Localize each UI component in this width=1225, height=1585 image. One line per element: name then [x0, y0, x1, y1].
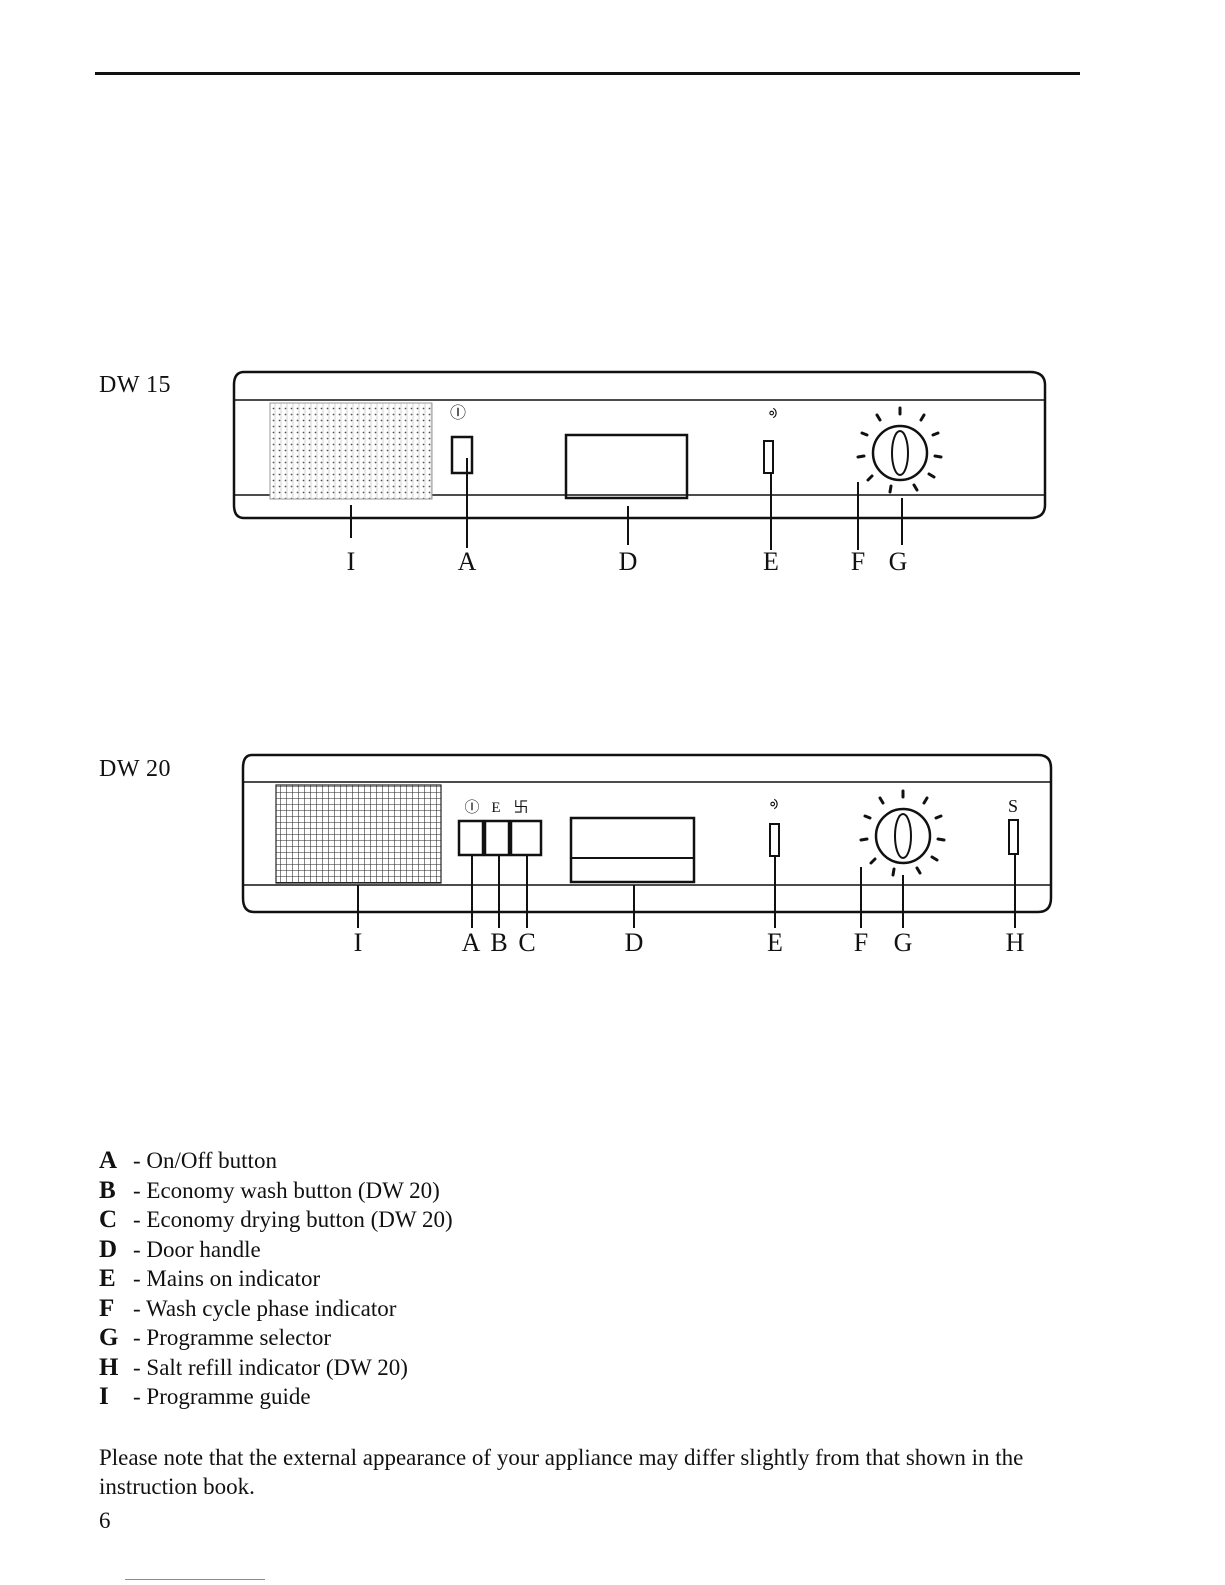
legend-text: - Programme guide	[133, 1384, 311, 1409]
on-off-button	[450, 435, 474, 475]
callout-F: F	[851, 547, 865, 576]
legend-text: - Salt refill indicator (DW 20)	[133, 1354, 408, 1380]
legend-letter: A	[99, 1147, 118, 1174]
callout-F: F	[854, 928, 868, 957]
legend-letter: E	[99, 1265, 116, 1292]
callout-A: A	[458, 547, 477, 576]
callout-H: H	[1006, 928, 1025, 957]
legend-letter: I	[99, 1383, 109, 1410]
legend-item: A - On/Off button	[99, 1147, 453, 1177]
legend-letter: C	[99, 1206, 118, 1233]
panel-outline	[241, 753, 1053, 914]
panel-outline	[232, 370, 1047, 520]
mains-indicator-symbol: ᢀ	[770, 798, 779, 814]
callout-E: E	[767, 928, 783, 957]
callout-B: B	[490, 928, 507, 957]
on-off-symbol: Ⓘ	[464, 799, 479, 816]
on-off-symbol: Ⓘ	[450, 404, 466, 422]
top-rule	[95, 72, 1080, 75]
legend-text: - Economy drying button (DW 20)	[133, 1207, 453, 1232]
dial-ticks	[856, 406, 943, 494]
model-label-dw15: DW 15	[99, 372, 172, 398]
legend-item: F - Wash cycle phase indicator	[99, 1295, 453, 1325]
model-label-dw20: DW 20	[99, 756, 172, 782]
callout-I: I	[354, 928, 363, 957]
economy-wash-symbol: E	[491, 800, 500, 816]
legend-letter: H	[99, 1353, 119, 1381]
mains-indicator-symbol: ᢀ	[769, 407, 778, 423]
programme-guide-panel	[275, 784, 442, 884]
economy-wash-button	[483, 819, 511, 857]
callout-D: D	[625, 928, 644, 957]
legend-letter: D	[99, 1235, 118, 1263]
salt-indicator-symbol: S	[1008, 796, 1018, 816]
callout-D: D	[619, 547, 638, 576]
callout-I: I	[347, 547, 356, 576]
legend-text: - Wash cycle phase indicator	[133, 1295, 397, 1321]
leader-lines	[350, 458, 903, 550]
legend-item: C - Economy drying button (DW 20)	[99, 1206, 453, 1236]
legend-text: - On/Off button	[133, 1148, 277, 1173]
legend-item: D - Door handle	[99, 1236, 453, 1266]
legend-letter: B	[99, 1176, 116, 1204]
callout-G: G	[889, 547, 908, 576]
legend-text: - Programme selector	[133, 1325, 331, 1350]
door-handle	[569, 816, 696, 884]
programme-selector-dial	[859, 789, 946, 877]
legend: A - On/Off button B - Economy wash button …	[99, 1147, 453, 1413]
appearance-note: Please note that the external appearance…	[99, 1445, 1024, 1499]
callout-A: A	[462, 928, 481, 957]
legend-item: I - Programme guide	[99, 1383, 453, 1413]
leader-lines	[357, 854, 1016, 928]
legend-text: - Door handle	[133, 1236, 261, 1262]
programme-guide-panel	[269, 402, 433, 500]
economy-drying-button	[509, 819, 543, 857]
callout-C: C	[518, 928, 535, 957]
mains-on-indicator	[763, 440, 774, 474]
economy-drying-symbol: 卐	[513, 799, 528, 816]
legend-item: B - Economy wash button (DW 20)	[99, 1177, 453, 1207]
legend-item: H - Salt refill indicator (DW 20)	[99, 1354, 453, 1384]
mains-on-indicator	[769, 823, 780, 857]
door-handle	[564, 433, 689, 500]
control-panel-dw15: Ⓘ ᢀ I A D E F G	[232, 370, 1047, 576]
legend-text: - Mains on indicator	[133, 1266, 321, 1291]
legend-letter: F	[99, 1294, 115, 1322]
scan-mark	[125, 1579, 265, 1580]
callout-G: G	[894, 928, 913, 957]
legend-item: G - Programme selector	[99, 1324, 453, 1354]
legend-item: E - Mains on indicator	[99, 1265, 453, 1295]
salt-refill-indicator	[1008, 819, 1019, 855]
callout-E: E	[763, 547, 779, 576]
programme-selector-dial	[856, 406, 943, 494]
on-off-button	[457, 819, 485, 857]
dial-ticks	[859, 789, 946, 877]
legend-text: - Economy wash button (DW 20)	[133, 1177, 440, 1203]
control-panel-dw20: Ⓘ E 卐 ᢀ S	[241, 753, 1053, 957]
page-number: 6	[99, 1508, 111, 1533]
legend-letter: G	[99, 1324, 119, 1351]
